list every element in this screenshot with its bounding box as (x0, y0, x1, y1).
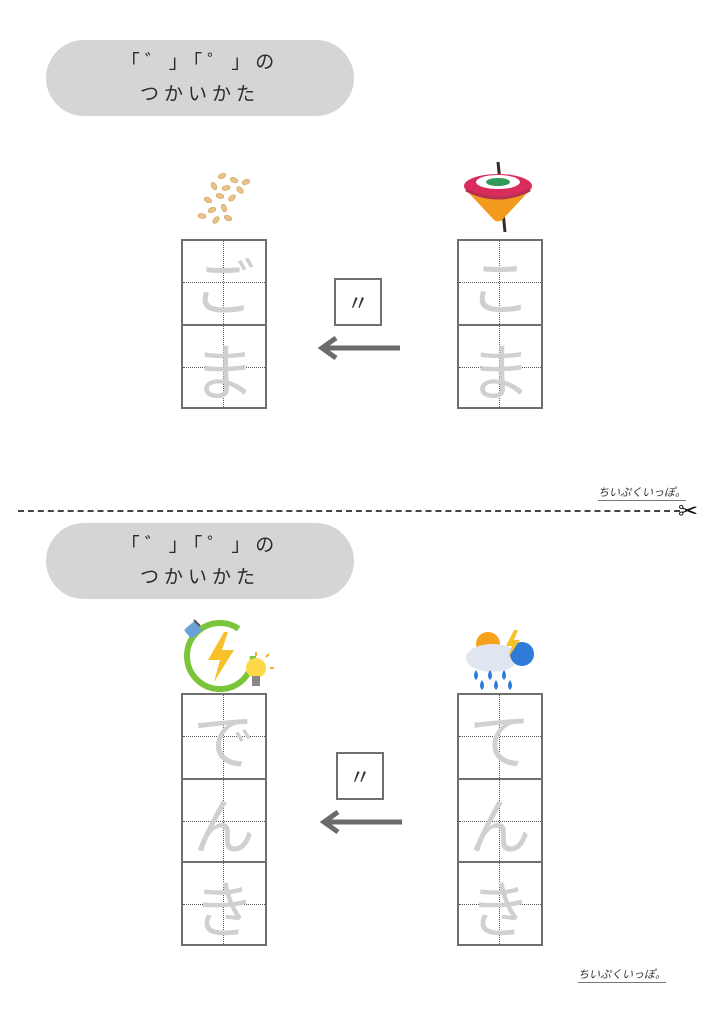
dakuten-mark-box: 〃 (336, 752, 384, 800)
writing-cell: こ (459, 241, 541, 325)
source-writing-column: て ん き (457, 693, 543, 947)
brand-logo: ちいぷくいっぽ。 (578, 968, 666, 983)
result-writing-column: で ん き (181, 693, 267, 947)
trace-char: ご (192, 251, 255, 325)
trace-char: ま (468, 336, 531, 410)
dakuten-mark: 〃 (348, 766, 371, 791)
writing-cell: ご (183, 241, 265, 325)
title-line-1: 「゛」「゜」の (120, 51, 280, 73)
spinning-top-icon (464, 161, 532, 233)
trace-char: き (468, 873, 531, 947)
writing-cell: ま (459, 324, 541, 410)
result-writing-column: ご ま (181, 239, 267, 410)
writing-cell: ま (183, 324, 265, 410)
writing-cell: で (183, 695, 265, 779)
writing-cell: ん (183, 778, 265, 864)
trace-char: て (468, 705, 531, 779)
cut-line (18, 510, 680, 512)
writing-cell: て (459, 695, 541, 779)
sesame-seeds-icon (197, 172, 251, 224)
electricity-icon (184, 619, 274, 692)
dakuten-mark: 〃 (346, 292, 369, 317)
section-1-title: 「゛」「゜」の つかいかた (46, 40, 354, 116)
title-line-2: つかいかた (139, 566, 260, 588)
writing-cell: ん (459, 778, 541, 864)
left-arrow-icon (317, 336, 400, 360)
writing-cell: き (183, 861, 265, 947)
writing-cell: き (459, 861, 541, 947)
trace-char: ま (192, 336, 255, 410)
dakuten-mark-box: 〃 (334, 278, 382, 326)
trace-char: ん (192, 790, 255, 864)
trace-char: で (192, 705, 255, 779)
trace-char: ん (468, 790, 531, 864)
trace-char: こ (468, 251, 531, 325)
scissors-icon: ✂ (678, 497, 699, 525)
weather-icon (466, 630, 534, 690)
trace-char: き (192, 873, 255, 947)
section-2-title: 「゛」「゜」の つかいかた (46, 523, 354, 599)
source-writing-column: こ ま (457, 239, 543, 410)
title-line-1: 「゛」「゜」の (120, 534, 280, 556)
brand-logo: ちいぷくいっぽ。 (598, 486, 686, 501)
left-arrow-icon (319, 810, 402, 834)
title-line-2: つかいかた (139, 83, 260, 105)
